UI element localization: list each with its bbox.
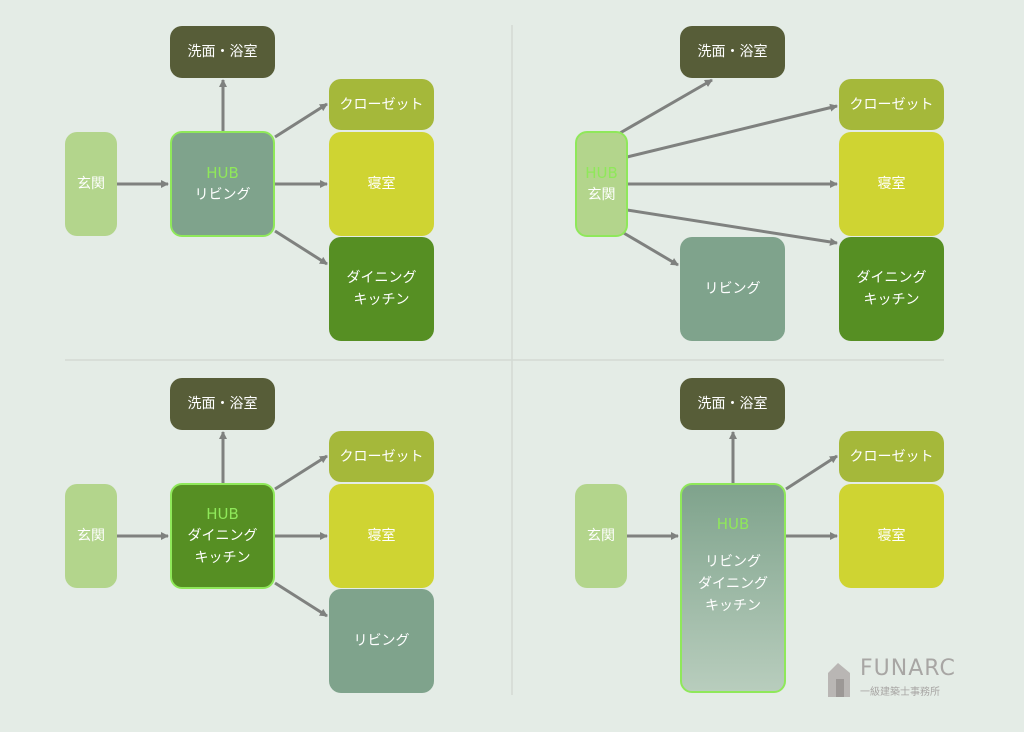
node-bath: 洗面・浴室 [170, 26, 275, 78]
node-entrance: 玄関 [65, 484, 117, 588]
node-label: キッチン [705, 598, 761, 614]
node-label: 玄関 [587, 187, 616, 203]
node-label: リビング [194, 187, 251, 203]
node-bath: 洗面・浴室 [170, 378, 275, 430]
node-label: クローゼット [849, 96, 934, 113]
hub-label: HUB [206, 164, 239, 182]
node-dining-kitchen: ダイニングキッチン [839, 237, 944, 341]
node-label: 洗面・浴室 [697, 396, 768, 412]
node-label: クローゼット [339, 96, 424, 113]
node-closet: クローゼット [839, 431, 944, 482]
node-label: 玄関 [77, 176, 105, 192]
node-label: 寝室 [367, 176, 396, 192]
node-label: 寝室 [877, 528, 906, 544]
node-closet: クローゼット [839, 79, 944, 130]
node-living: リビング [329, 589, 434, 693]
node-bedroom: 寝室 [329, 132, 434, 236]
node-bath: 洗面・浴室 [680, 26, 785, 78]
node-label: ダイニング [856, 270, 927, 286]
node-label: キッチン [863, 292, 920, 308]
node-label: 玄関 [587, 528, 615, 544]
node-entrance: 玄関 [65, 132, 117, 236]
node-living: リビング [680, 237, 785, 341]
node-label: リビング [704, 281, 761, 297]
arrows [117, 78, 838, 618]
node-label: 洗面・浴室 [187, 44, 258, 60]
logo-name: FUNARC [860, 656, 956, 681]
node-label: 玄関 [77, 528, 105, 544]
hub-entrance: HUB 玄関 [575, 131, 628, 237]
node-closet: クローゼット [329, 431, 434, 482]
node-label: ダイニング [346, 270, 417, 286]
node-label: 洗面・浴室 [697, 44, 768, 60]
node-label: 寝室 [367, 528, 396, 544]
funarc-logo: FUNARC 一級建築士事務所 [826, 656, 956, 700]
node-bedroom: 寝室 [329, 484, 434, 588]
hub-label: HUB [716, 515, 750, 533]
node-label: リビング [705, 554, 761, 570]
logo-subtitle: 一級建築士事務所 [860, 687, 940, 698]
node-label: ダイニング [187, 528, 258, 544]
hub-label: HUB [585, 164, 618, 182]
node-bedroom: 寝室 [839, 132, 944, 236]
node-entrance: 玄関 [575, 484, 627, 588]
node-label: キッチン [353, 292, 410, 308]
node-closet: クローゼット [329, 79, 434, 130]
node-label: クローゼット [849, 448, 934, 465]
node-bath: 洗面・浴室 [680, 378, 785, 430]
hub-living: HUB リビング [170, 131, 275, 237]
node-label: 洗面・浴室 [187, 396, 258, 412]
node-label: 寝室 [877, 176, 906, 192]
hub-label: HUB [206, 505, 239, 523]
node-bedroom: 寝室 [839, 484, 944, 588]
node-label: キッチン [194, 550, 251, 566]
node-dining-kitchen: ダイニングキッチン [329, 237, 434, 341]
node-label: ダイニング [698, 576, 768, 592]
hub-dining-kitchen: HUB ダイニングキッチン [170, 483, 275, 589]
node-label: クローゼット [339, 448, 424, 465]
node-label: リビング [353, 633, 410, 649]
house-icon [828, 663, 850, 697]
hub-living-dining-kitchen: HUB リビングダイニングキッチン [680, 483, 786, 693]
